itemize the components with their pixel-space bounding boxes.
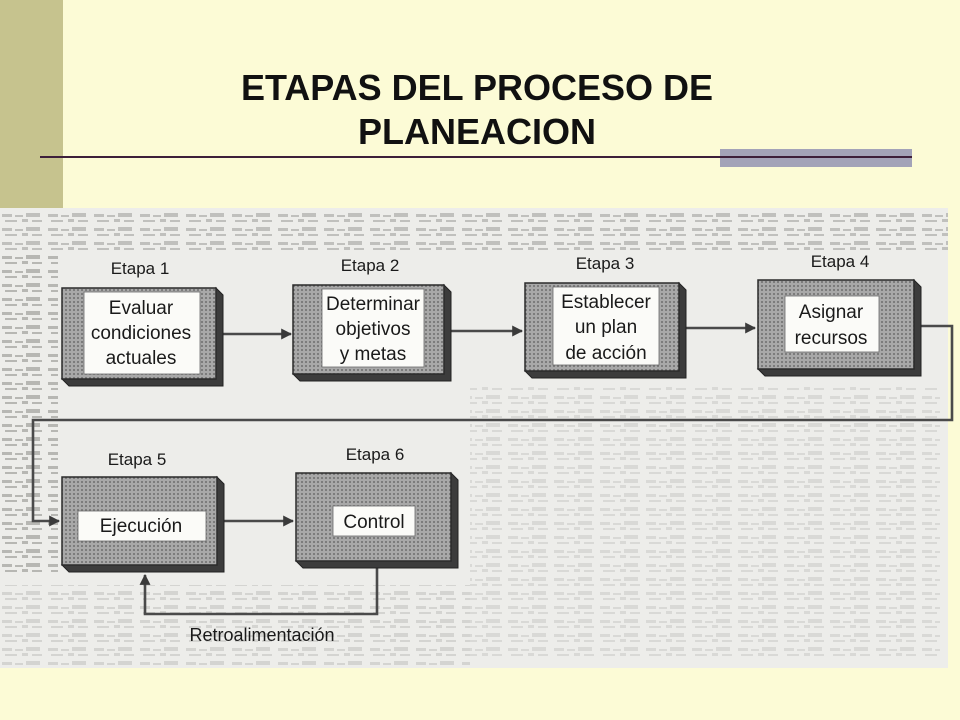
stage-5: Etapa 5 Ejecución [60, 450, 225, 573]
stage-2: Etapa 2 Determinar objetivos y metas [291, 256, 452, 382]
stage-text-panel [83, 291, 201, 375]
stage-text-line: Establecer [561, 292, 651, 313]
stage-text-panel [784, 295, 880, 353]
connector-stage4-to-stage5 [31, 324, 954, 527]
scan-texture [0, 252, 58, 572]
feedback-label: Retroalimentación [189, 625, 334, 645]
title-rule [40, 156, 912, 158]
stage-text-line: un plan [575, 317, 637, 338]
stage-text-panel [332, 505, 416, 537]
stage-text-line: actuales [106, 348, 177, 369]
stage-3: Etapa 3 Establecer un plan de acción [523, 254, 687, 379]
scan-texture [0, 585, 470, 665]
stage-label: Etapa 1 [111, 259, 170, 278]
slide-title: ETAPAS DEL PROCESO DE PLANEACION [0, 66, 954, 154]
stage-label: Etapa 3 [576, 254, 635, 273]
stage-text-line: y metas [340, 344, 407, 365]
stage-4: Etapa 4 Asignar recursos [756, 252, 922, 377]
stage-label: Etapa 5 [108, 450, 167, 469]
stage-text-panel [552, 286, 660, 366]
stage-text-line: objetivos [336, 319, 411, 340]
slide-title-line-2: PLANEACION [357, 111, 596, 152]
stage-text-line: Asignar [799, 302, 864, 323]
stage-text-line: Evaluar [109, 298, 174, 319]
stage-label: Etapa 4 [811, 252, 870, 271]
stage-text-line: recursos [795, 328, 868, 349]
accent-stripe [0, 0, 63, 208]
feedback-arrow [139, 568, 379, 616]
stage-text-line: condiciones [91, 323, 191, 344]
stage-label: Etapa 2 [341, 256, 400, 275]
stage-6: Etapa 6 Control [294, 445, 459, 569]
stage-text-line: de acción [565, 343, 646, 364]
scan-texture [0, 208, 948, 252]
stage-text-panel [77, 510, 207, 542]
title-rule-accent-bar [720, 149, 912, 167]
stage-1: Etapa 1 Evaluar condiciones actuales [60, 259, 224, 387]
stage-text-line: Ejecución [100, 516, 182, 537]
scan-texture [470, 385, 940, 660]
stage-text-panel [321, 288, 425, 368]
slide-title-line-1: ETAPAS DEL PROCESO DE [240, 67, 714, 108]
stage-text-line: Determinar [326, 294, 421, 315]
stage-text-line: Control [343, 512, 404, 533]
stage-label: Etapa 6 [346, 445, 405, 464]
